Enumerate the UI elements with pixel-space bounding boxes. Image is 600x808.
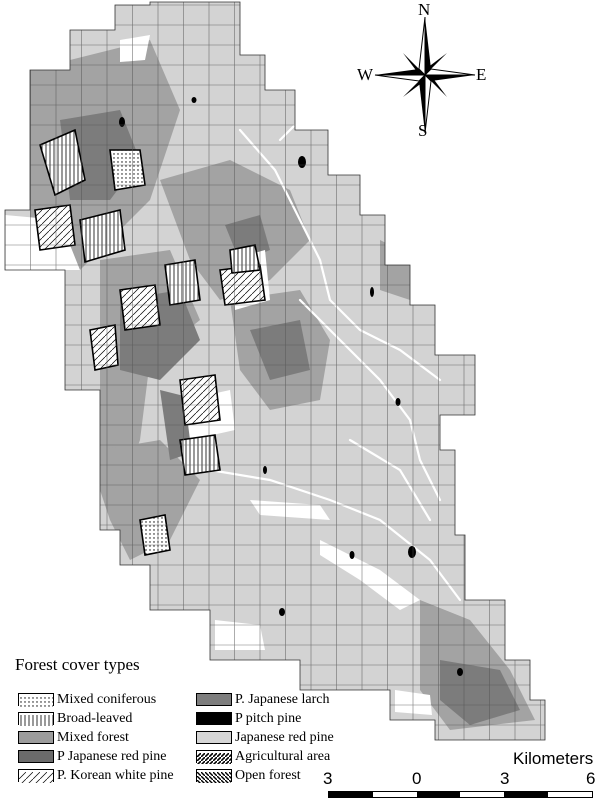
legend-label: Open forest [235,767,301,783]
legend-swatch [18,769,54,783]
compass-south-label: S [418,121,428,140]
legend-swatch [18,750,54,763]
scale-title: Kilometers [513,749,594,768]
legend-label: Mixed coniferous [57,691,157,707]
scale-tick-label: 3 [323,769,333,788]
legend-swatch [196,731,232,744]
legend-label: Mixed forest [57,729,129,745]
legend-item: Open forest [196,767,301,784]
legend-item: Broad-leaved [18,710,132,727]
scale-bar [328,791,593,798]
legend-item: Mixed forest [18,729,129,746]
compass-north-label: N [418,0,431,19]
legend-label: Japanese red pine [235,729,334,745]
legend-label: P. Japanese larch [235,691,330,707]
legend-swatch [18,712,54,726]
legend-label: Broad-leaved [57,710,133,726]
legend-item: P. Japanese larch [196,691,329,708]
legend-label: P Japanese red pine [57,748,167,764]
map-boundary [4,1,546,741]
legend-item: Mixed coniferous [18,691,156,708]
legend-swatch [18,731,54,744]
pitch-pine-stands [119,97,463,676]
compass-rose [374,16,476,134]
scale-tick-label: 3 [500,769,510,788]
legend-item: P pitch pine [196,710,301,727]
legend-swatch [196,769,232,783]
scale-tick-label: 0 [412,769,422,788]
compass-east-label: E [476,65,487,84]
legend-item: P. Korean white pine [18,767,174,784]
map-region [5,2,545,740]
legend-swatch [196,693,232,706]
legend-title: Forest cover types [15,655,140,674]
legend-item: Japanese red pine [196,729,334,746]
legend-label: Agricultural area [235,748,331,764]
scale-tick-label: 6 [586,769,596,788]
legend-item: Agricultural area [196,748,330,765]
legend-item: P Japanese red pine [18,748,167,765]
legend-label: P pitch pine [235,710,302,726]
compass-west-label: W [357,65,374,84]
legend-swatch [196,750,232,764]
legend-label: P. Korean white pine [57,767,174,783]
legend-swatch [18,693,54,707]
legend-swatch [196,712,232,725]
